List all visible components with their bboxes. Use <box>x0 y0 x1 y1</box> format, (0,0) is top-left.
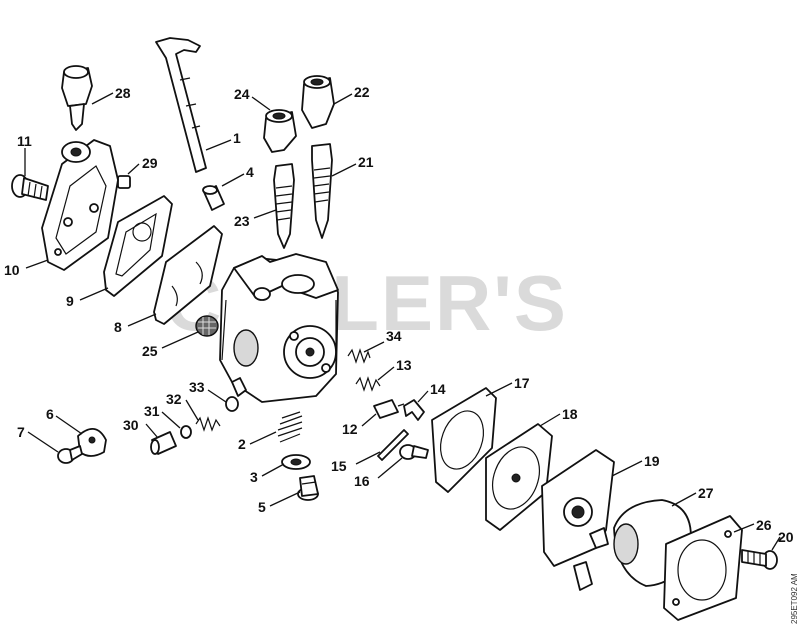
part-20-screw <box>741 549 778 570</box>
callout-21: 21 <box>358 154 374 170</box>
part-15-pin <box>377 429 409 461</box>
callout-13: 13 <box>396 357 412 373</box>
part-31-o-ring <box>180 425 192 439</box>
callout-19: 19 <box>644 453 660 469</box>
callout-26: 26 <box>756 517 772 533</box>
callout-4: 4 <box>246 164 254 180</box>
part-8-diaphragm <box>153 225 223 325</box>
callout-11: 11 <box>17 133 32 149</box>
part-5-screw <box>297 475 319 501</box>
callout-32: 32 <box>166 391 182 407</box>
callout-31: 31 <box>144 403 160 419</box>
callout-20: 20 <box>778 529 794 545</box>
callout-22: 22 <box>354 84 370 100</box>
part-25-screen <box>195 315 219 337</box>
callout-14: 14 <box>430 381 446 397</box>
callout-27: 27 <box>698 485 714 501</box>
part-24-limiter-cap <box>263 109 297 153</box>
part-9-gasket <box>103 195 173 297</box>
callout-24: 24 <box>234 86 250 102</box>
part-16-screw <box>399 444 429 460</box>
callout-15: 15 <box>331 458 347 474</box>
callout-10: 10 <box>4 262 20 278</box>
part-11-screw <box>11 174 49 201</box>
part-19-pump-body <box>541 449 615 591</box>
callout-16: 16 <box>354 473 370 489</box>
callout-2: 2 <box>238 436 246 452</box>
callout-6: 6 <box>46 406 54 422</box>
part-17-gasket <box>431 387 497 493</box>
drawing-code: 295ET092 AM <box>790 573 799 624</box>
callout-8: 8 <box>114 319 122 335</box>
callout-9: 9 <box>66 293 74 309</box>
callout-5: 5 <box>258 499 266 515</box>
callout-23: 23 <box>234 213 250 229</box>
part-32-spring <box>195 416 221 432</box>
callout-33: 33 <box>189 379 205 395</box>
part-29-plug <box>117 175 131 189</box>
part-26-flange <box>663 515 743 621</box>
part-33-washer <box>225 396 239 412</box>
part-23-needle <box>273 163 295 249</box>
callout-1: 1 <box>233 130 241 146</box>
callout-17: 17 <box>514 375 530 391</box>
callout-12: 12 <box>342 421 358 437</box>
part-3-washer <box>281 454 311 470</box>
callout-29: 29 <box>142 155 158 171</box>
part-14-lever <box>403 399 425 421</box>
callout-18: 18 <box>562 406 578 422</box>
part-18-diaphragm <box>485 423 553 531</box>
callout-34: 34 <box>386 328 402 344</box>
part-30-plug <box>150 431 177 455</box>
part-2-spring <box>277 411 303 443</box>
part-13-spring <box>355 376 381 392</box>
part-6-plate <box>77 428 107 457</box>
callout-3: 3 <box>250 469 258 485</box>
part-1-throttle-shaft <box>155 37 207 173</box>
part-7-screw <box>57 445 83 464</box>
part-10-pump-cover <box>41 139 119 271</box>
callout-7: 7 <box>17 424 25 440</box>
part-22-limiter-cap <box>301 75 335 129</box>
callout-28: 28 <box>115 85 131 101</box>
part-12-inlet-needle <box>373 399 405 419</box>
callout-30: 30 <box>123 417 139 433</box>
callout-25: 25 <box>142 343 158 359</box>
carburetor-body <box>219 253 339 403</box>
part-21-needle <box>311 143 333 239</box>
part-34-spring <box>347 348 371 364</box>
part-4-sleeve <box>202 185 225 211</box>
part-28-limiter-cap <box>61 65 93 131</box>
leader-lines <box>24 92 781 551</box>
callout-labels: 28 1 24 22 11 29 4 21 23 10 9 8 25 34 13… <box>4 84 794 545</box>
